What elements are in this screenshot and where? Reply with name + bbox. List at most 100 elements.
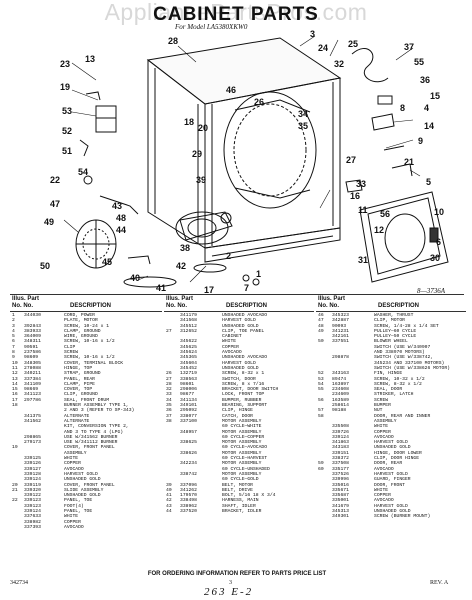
part-no: 338982 [24, 519, 41, 525]
description: UNSHADED AVOCADO [222, 313, 268, 318]
callout-26: 26 [254, 97, 265, 107]
illus-no: 57 [318, 408, 324, 414]
ordering-footer: FOR ORDERING INFORMATION REFER TO PARTS … [147, 571, 327, 577]
illus-no: 26 [166, 371, 172, 377]
callout-49: 49 [44, 217, 55, 227]
description: MOTOR ASSEMBLY [222, 471, 262, 477]
description: 60 CYCLE—UNSHADED [222, 466, 270, 472]
description: SCREW [64, 350, 79, 356]
callout-15: 15 [430, 91, 441, 101]
description: HARVEST GOLD [64, 471, 98, 477]
description: SCREW, 8-32 x 1 [222, 371, 265, 377]
callout-8: 8 [400, 103, 406, 113]
part-no: 237586 [24, 350, 41, 356]
part-no: 337096 [180, 482, 197, 488]
callout-36: 36 [420, 75, 431, 85]
part-no: 163589 [332, 397, 349, 403]
part-no: 337100 [180, 418, 197, 424]
illus-no: 27 [166, 328, 172, 334]
callout-23: 23 [60, 59, 71, 69]
description: SCREW, 10-32 x 1/2 [374, 376, 425, 382]
part-no: 338626 [180, 450, 197, 456]
description: STRAP, GROUND [64, 371, 101, 377]
part-no: 338563 [180, 376, 197, 382]
description: HARVEST GOLD [222, 318, 256, 324]
description: CLIP, GROUND [64, 392, 98, 398]
callout-48: 48 [116, 213, 127, 223]
description: CLIP, TOE PANEL [222, 328, 265, 334]
description: SCREW [374, 397, 389, 403]
illus-no: 39 [166, 482, 172, 488]
part-no: 90591 [24, 344, 39, 350]
part-no: 335687 [332, 493, 349, 499]
callout-42: 42 [176, 261, 187, 271]
motor-assembly [175, 211, 233, 245]
illus-no: 1 [12, 313, 15, 318]
description: SWITCH (USE W/338742, [374, 355, 434, 361]
part-no: 338962 [180, 503, 197, 509]
part-no: 90093 [332, 323, 347, 329]
part-no: 345323 [332, 313, 349, 318]
illus-no: 58 [318, 413, 324, 419]
illus-no: 56 [318, 397, 324, 403]
illus-no: 16 [12, 392, 18, 398]
illus-no: 18 [12, 403, 18, 409]
description: 60 CYCLE—AVOCADO [222, 445, 268, 451]
illus-no: 5 [12, 334, 15, 340]
part-no: 295092 [180, 408, 197, 414]
description: SEAL, FRONT DRUM [64, 397, 110, 403]
part-no: 342887 [332, 318, 349, 324]
description: BRACKET, IDLER [222, 508, 262, 514]
description: AVOCADO [374, 498, 394, 504]
callout-20: 20 [198, 123, 209, 133]
description: WHITE [222, 339, 237, 345]
part-no: 339123 [24, 498, 41, 504]
callout-6: 6 [436, 237, 442, 247]
illus-no: 21 [12, 487, 18, 493]
drive-belt [123, 263, 227, 288]
page-title: CABINET PARTS [153, 4, 319, 25]
illus-no: 10 [12, 360, 18, 366]
description: PULLEY—50 CYCLE [374, 334, 417, 340]
description: CLAMP, GROUND [64, 328, 101, 334]
description: PANEL, TOE [64, 508, 93, 514]
description: AND 3 TO TYPE 4 (LPG) [64, 429, 124, 435]
illus-no: 12 [12, 371, 18, 377]
description: ASSEMBLY [374, 418, 397, 424]
description: WIRE, GROUND [64, 334, 98, 340]
description: SCREW (BURNER MOUNT) [374, 514, 431, 520]
part-no: 337393 [24, 524, 41, 530]
description: GUARD, FINGER [374, 477, 411, 483]
illus-no: 35 [166, 403, 172, 409]
callout-55: 55 [414, 57, 425, 67]
description: CATCH, DOOR [222, 413, 253, 419]
part-no: 345604 [180, 360, 197, 366]
exploded-parts-diagram [63, 35, 449, 288]
part-no: 341134 [180, 397, 197, 403]
part-no: 179570 [180, 493, 197, 499]
description: COVER, TOP [64, 387, 93, 393]
callout-25: 25 [348, 39, 359, 49]
callout-7: 7 [244, 283, 250, 293]
page-number: 3 [229, 580, 232, 586]
callout-37: 37 [404, 42, 415, 52]
illus-no: 19 [12, 445, 18, 451]
description: BEARING, SUPPORT [222, 403, 268, 409]
table-header: Illus. Part No. No. DESCRIPTION [164, 295, 314, 312]
illus-no: 14 [12, 381, 18, 387]
small-hardware [79, 48, 413, 286]
header-illus-part: Illus. Part [12, 296, 40, 302]
description: SLIDE ASSEMBLY [64, 487, 104, 493]
description: SWITCH (USE W/340907 [374, 344, 431, 350]
callout-24: 24 [318, 43, 329, 53]
description: MOTOR ASSEMBLY [222, 429, 262, 435]
description: USE W/341112 BURNER [64, 440, 118, 446]
callout-1: 1 [256, 269, 262, 279]
illus-no: 3 [12, 323, 15, 329]
part-no: 338372 [332, 456, 349, 462]
description: MOTOR ASSEMBLY [222, 418, 262, 424]
description: SCREW, 8-32 x 1/2 [374, 381, 422, 387]
description: COPPER [374, 493, 391, 499]
header-illus-part: Illus. Part [166, 296, 194, 302]
